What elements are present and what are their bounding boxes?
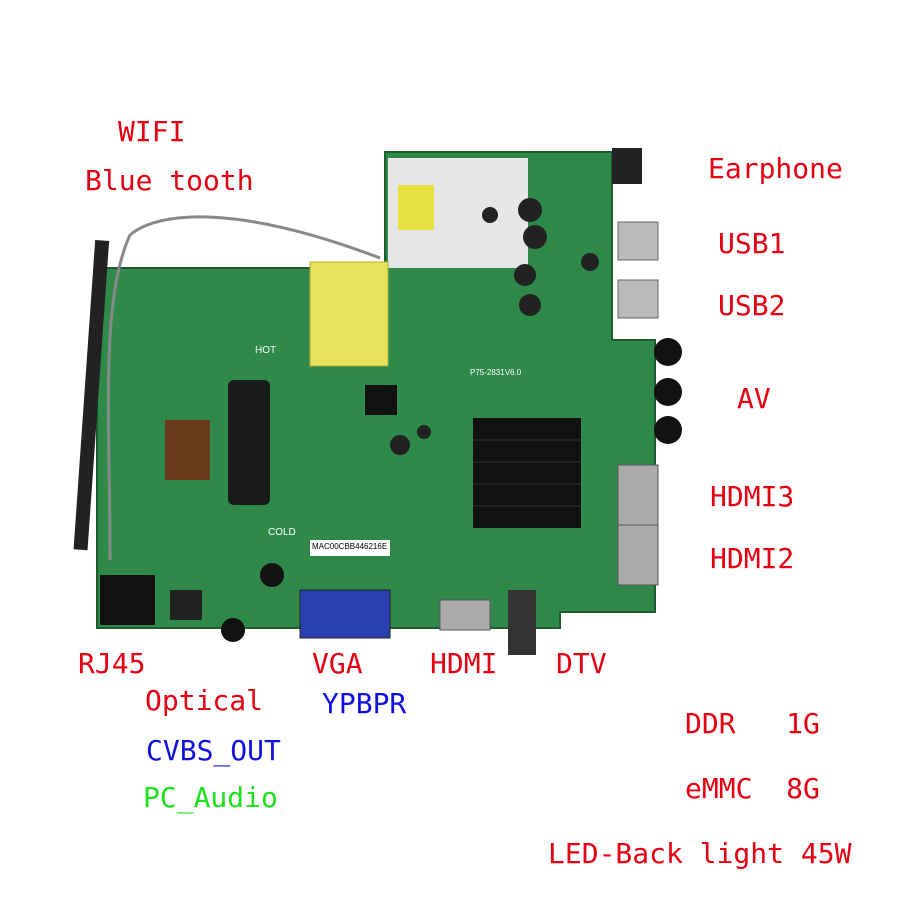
- bulk-capacitor: [228, 380, 270, 505]
- label-hdmi3: HDMI3: [710, 480, 795, 513]
- label-wifi: WIFI: [118, 115, 186, 148]
- hdmi-port: [439, 599, 491, 631]
- av-jacks: [654, 338, 682, 444]
- label-dtv: DTV: [556, 647, 607, 680]
- label-av: AV: [737, 382, 771, 415]
- label-usb2: USB2: [718, 289, 786, 322]
- label-earphone: Earphone: [708, 152, 843, 185]
- capacitors: [390, 198, 599, 455]
- label-hdmi2: HDMI2: [710, 542, 795, 575]
- vga-port: [299, 589, 391, 639]
- inductor: [165, 420, 210, 480]
- label-bluetooth: Blue tooth: [85, 164, 254, 197]
- label-backlight: LED-Back light 45W: [548, 837, 852, 870]
- cold-marking: COLD: [268, 527, 296, 538]
- label-usb1: USB1: [718, 227, 786, 260]
- model-marking: P75-2831V6.0: [470, 368, 522, 377]
- mac-label: MAC00CBB446216E: [312, 542, 388, 551]
- label-vga: VGA: [312, 647, 363, 680]
- small-transformer: [398, 185, 434, 230]
- label-ypbpr: YPBPR: [322, 687, 407, 720]
- hdmi3-port: [617, 464, 659, 526]
- label-rj45: RJ45: [78, 647, 146, 680]
- label-optical: Optical: [145, 684, 264, 717]
- earphone-jack: [612, 148, 642, 184]
- main-transformer: [309, 261, 389, 367]
- label-ddr: DDR 1G: [685, 707, 820, 740]
- hot-marking: HOT: [255, 345, 277, 356]
- label-pc-audio: PC_Audio: [143, 781, 278, 814]
- ic-chip: [365, 385, 397, 415]
- label-hdmi: HDMI: [430, 647, 498, 680]
- side-bracket: [73, 239, 110, 551]
- usb1-port: [617, 221, 659, 261]
- mac-sticker: [310, 540, 390, 556]
- usb2-port: [617, 279, 659, 319]
- dtv-port: [508, 590, 536, 655]
- label-cvbs-out: CVBS_OUT: [146, 734, 281, 767]
- pc-audio-jack: [260, 563, 284, 587]
- heatsink: [473, 418, 581, 528]
- rj45-port: [100, 575, 155, 625]
- label-emmc: eMMC 8G: [685, 772, 820, 805]
- hdmi2-port: [617, 524, 659, 586]
- wifi-antenna: [106, 215, 381, 561]
- cvbs-jack: [221, 618, 245, 642]
- optical-port: [170, 590, 202, 620]
